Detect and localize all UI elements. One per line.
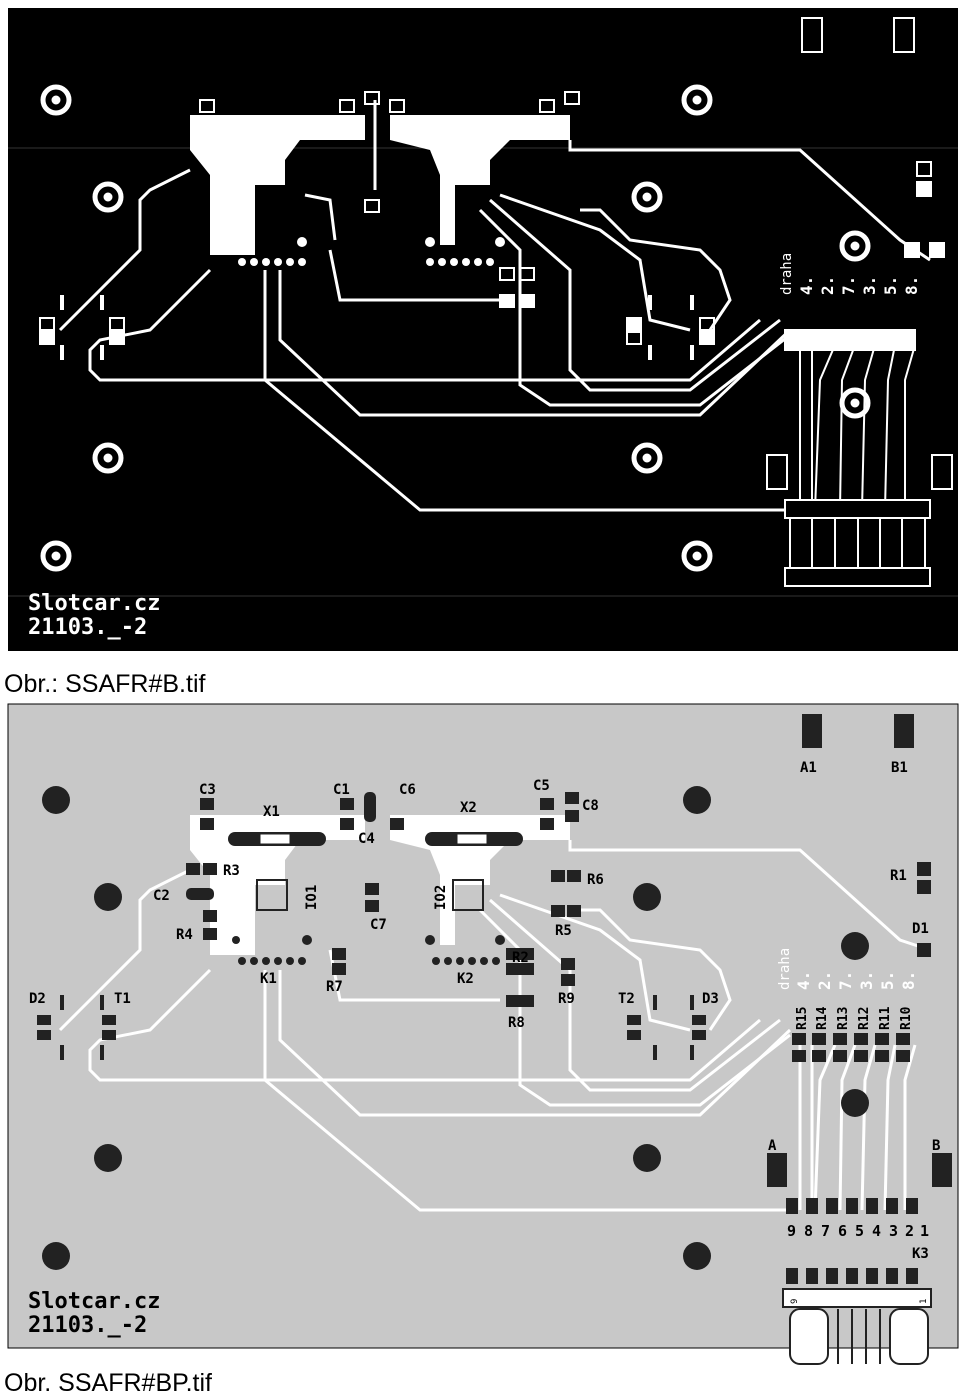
label-r15: R15 <box>795 1007 810 1030</box>
slots-top <box>60 295 694 360</box>
pin-number: 2 <box>905 1222 914 1240</box>
crystals <box>228 832 523 846</box>
lane-label-top: 4. <box>797 276 816 295</box>
pads-top <box>39 91 945 587</box>
label-x2: X2 <box>460 800 477 816</box>
lane-label-bottom: 5. <box>878 971 897 990</box>
label-r10: R10 <box>899 1006 914 1030</box>
lane-label-top: 7. <box>839 276 858 295</box>
terminals-bottom <box>767 714 952 1187</box>
label-t1: T1 <box>114 991 131 1007</box>
lane-label-top: 5. <box>881 276 900 295</box>
pin-number: 6 <box>838 1222 847 1240</box>
connector-end-label: 9 <box>790 1299 800 1304</box>
label-x1: X1 <box>263 804 280 820</box>
track-label-bottom: draha <box>777 948 793 990</box>
through-holes-top <box>238 237 505 266</box>
component-labels: A1 B1 C3 C1 C6 C5 C8 X1 X2 C4 R3 R6 R1 C… <box>29 760 940 1262</box>
label-d2: D2 <box>29 991 46 1007</box>
label-b1: B1 <box>891 760 908 776</box>
ic-packages <box>256 879 484 911</box>
lane-label-top: 8. <box>902 276 921 295</box>
board-outline-bottom <box>7 703 959 1349</box>
label-r1: R1 <box>890 868 907 884</box>
label-c6: C6 <box>399 782 416 798</box>
label-d1: D1 <box>912 921 929 937</box>
label-r6: R6 <box>587 872 604 888</box>
label-r9: R9 <box>558 991 575 1007</box>
copper-pour <box>190 115 570 255</box>
k3-connector-body <box>782 1288 932 1365</box>
label-r12: R12 <box>857 1007 872 1030</box>
brand-label-bottom: Slotcar.cz <box>28 1289 160 1314</box>
label-r5: R5 <box>555 923 572 939</box>
label-r2: R2 <box>512 950 529 966</box>
pcb-top-view: draha 4. 2. 7. 3. 5. 8. Slotcar.cz 21103… <box>0 0 960 655</box>
label-k3: K3 <box>912 1246 929 1262</box>
code-label-top: 21103._-2 <box>28 615 147 640</box>
pin-number: 4 <box>872 1222 881 1240</box>
lane-label-bottom: 3. <box>857 971 876 990</box>
lane-label-top: 2. <box>818 276 837 295</box>
label-d3: D3 <box>702 991 719 1007</box>
mounting-holes <box>40 84 871 572</box>
label-c7: C7 <box>370 917 387 933</box>
label-a1: A1 <box>800 760 817 776</box>
connector-pin-numbers: 9 8 7 6 5 4 3 2 1 <box>787 1222 929 1240</box>
label-c8: C8 <box>582 798 599 814</box>
label-a: A <box>768 1138 777 1154</box>
lane-label-bottom: 4. <box>794 971 813 990</box>
caption-bottom: Obr. SSAFR#BP.tif <box>4 1369 212 1397</box>
label-k2: K2 <box>457 971 474 987</box>
label-r14: R14 <box>815 1006 830 1030</box>
connector-end-label: 1 <box>919 1299 929 1304</box>
lane-label-bottom: 8. <box>899 971 918 990</box>
label-r7: R7 <box>326 979 343 995</box>
label-t2: T2 <box>618 991 635 1007</box>
pin-number: 7 <box>821 1222 830 1240</box>
pin-number: 5 <box>855 1222 864 1240</box>
terminals-top <box>766 17 953 490</box>
pin-number: 9 <box>787 1222 796 1240</box>
code-label-bottom: 21103._-2 <box>28 1313 147 1338</box>
k3-connector-pads <box>786 1198 918 1284</box>
label-r11: R11 <box>878 1006 893 1030</box>
label-io1: IO1 <box>304 885 320 910</box>
through-holes-bottom <box>232 935 505 965</box>
label-r3: R3 <box>223 863 240 879</box>
label-io2: IO2 <box>433 885 449 910</box>
label-c2: C2 <box>153 888 170 904</box>
traces-bottom <box>58 840 931 1212</box>
lane-label-bottom: 2. <box>815 971 834 990</box>
smd-pads-bottom <box>37 792 931 1062</box>
label-c3: C3 <box>199 782 216 798</box>
label-b: B <box>932 1138 940 1154</box>
slots-bottom <box>60 995 694 1060</box>
brand-label-top: Slotcar.cz <box>28 591 160 616</box>
mounting-holes-bottom <box>42 786 869 1270</box>
label-c1: C1 <box>333 782 350 798</box>
label-c5: C5 <box>533 778 550 794</box>
lane-label-top: 3. <box>860 276 879 295</box>
connector-fanout-top <box>789 344 926 570</box>
pcb-bottom-view: A1 B1 C3 C1 C6 C5 C8 X1 X2 C4 R3 R6 R1 C… <box>7 703 959 1365</box>
label-r4: R4 <box>176 927 193 943</box>
label-c4: C4 <box>358 831 375 847</box>
pin-number: 3 <box>889 1222 898 1240</box>
lane-label-bottom: 7. <box>836 971 855 990</box>
caption-top: Obr.: SSAFR#B.tif <box>4 670 206 698</box>
pin-number: 1 <box>920 1222 929 1240</box>
label-r8: R8 <box>508 1015 525 1031</box>
label-k1: K1 <box>260 971 277 987</box>
track-label-top: draha <box>779 253 795 295</box>
label-r13: R13 <box>836 1007 851 1030</box>
pin-number: 8 <box>804 1222 813 1240</box>
